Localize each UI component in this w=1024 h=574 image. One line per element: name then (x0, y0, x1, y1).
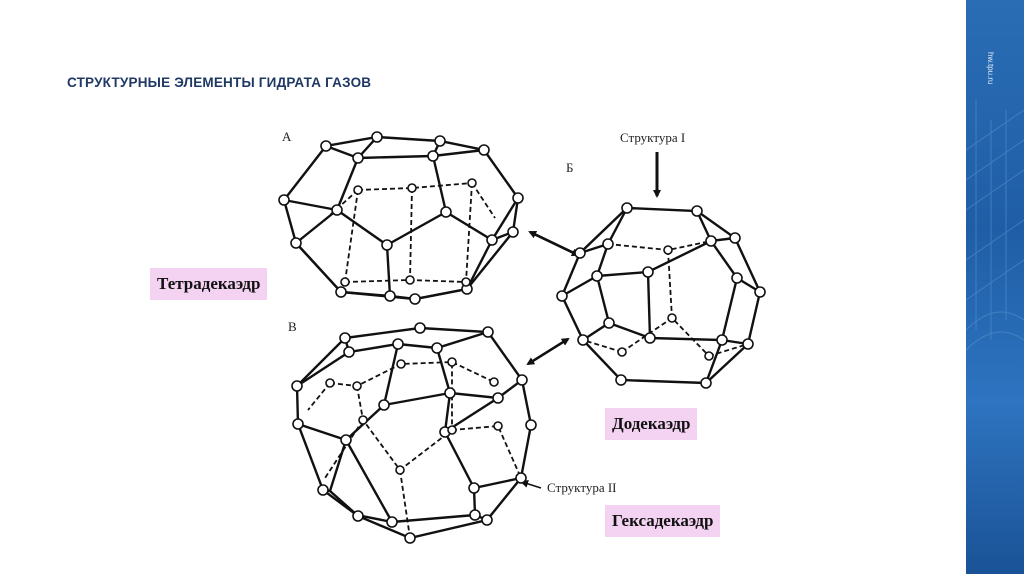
dodecahedron-label: Додекаэдр (605, 408, 698, 440)
structure-1-label: Структура I (620, 130, 685, 145)
site-url: hw.tpu.ru (986, 52, 995, 85)
structure-2-label: Структура II (547, 480, 617, 495)
double-arrow-bottom (526, 337, 570, 366)
double-arrow-top (528, 230, 580, 257)
dodecahedron-figure (556, 202, 766, 389)
tetradecahedron-label: Тетрадекаэдр (150, 268, 268, 300)
hexadecahedron-figure (291, 322, 537, 544)
structure-2-arrow (520, 479, 542, 489)
slide-title: СТРУКТУРНЫЕ ЭЛЕМЕНТЫ ГИДРАТА ГАЗОВ (67, 75, 372, 90)
label-a: А (282, 129, 292, 144)
tetradecahedron-figure (278, 131, 524, 305)
label-v: В (288, 319, 297, 334)
hexadecahedron-label: Гексадекаэдр (605, 505, 721, 537)
side-decor-panel (966, 0, 1024, 574)
panel-texture (966, 100, 1024, 351)
label-b: Б (566, 160, 573, 175)
hydrate-diagram: А Б В Структура I Структура II (278, 129, 766, 544)
